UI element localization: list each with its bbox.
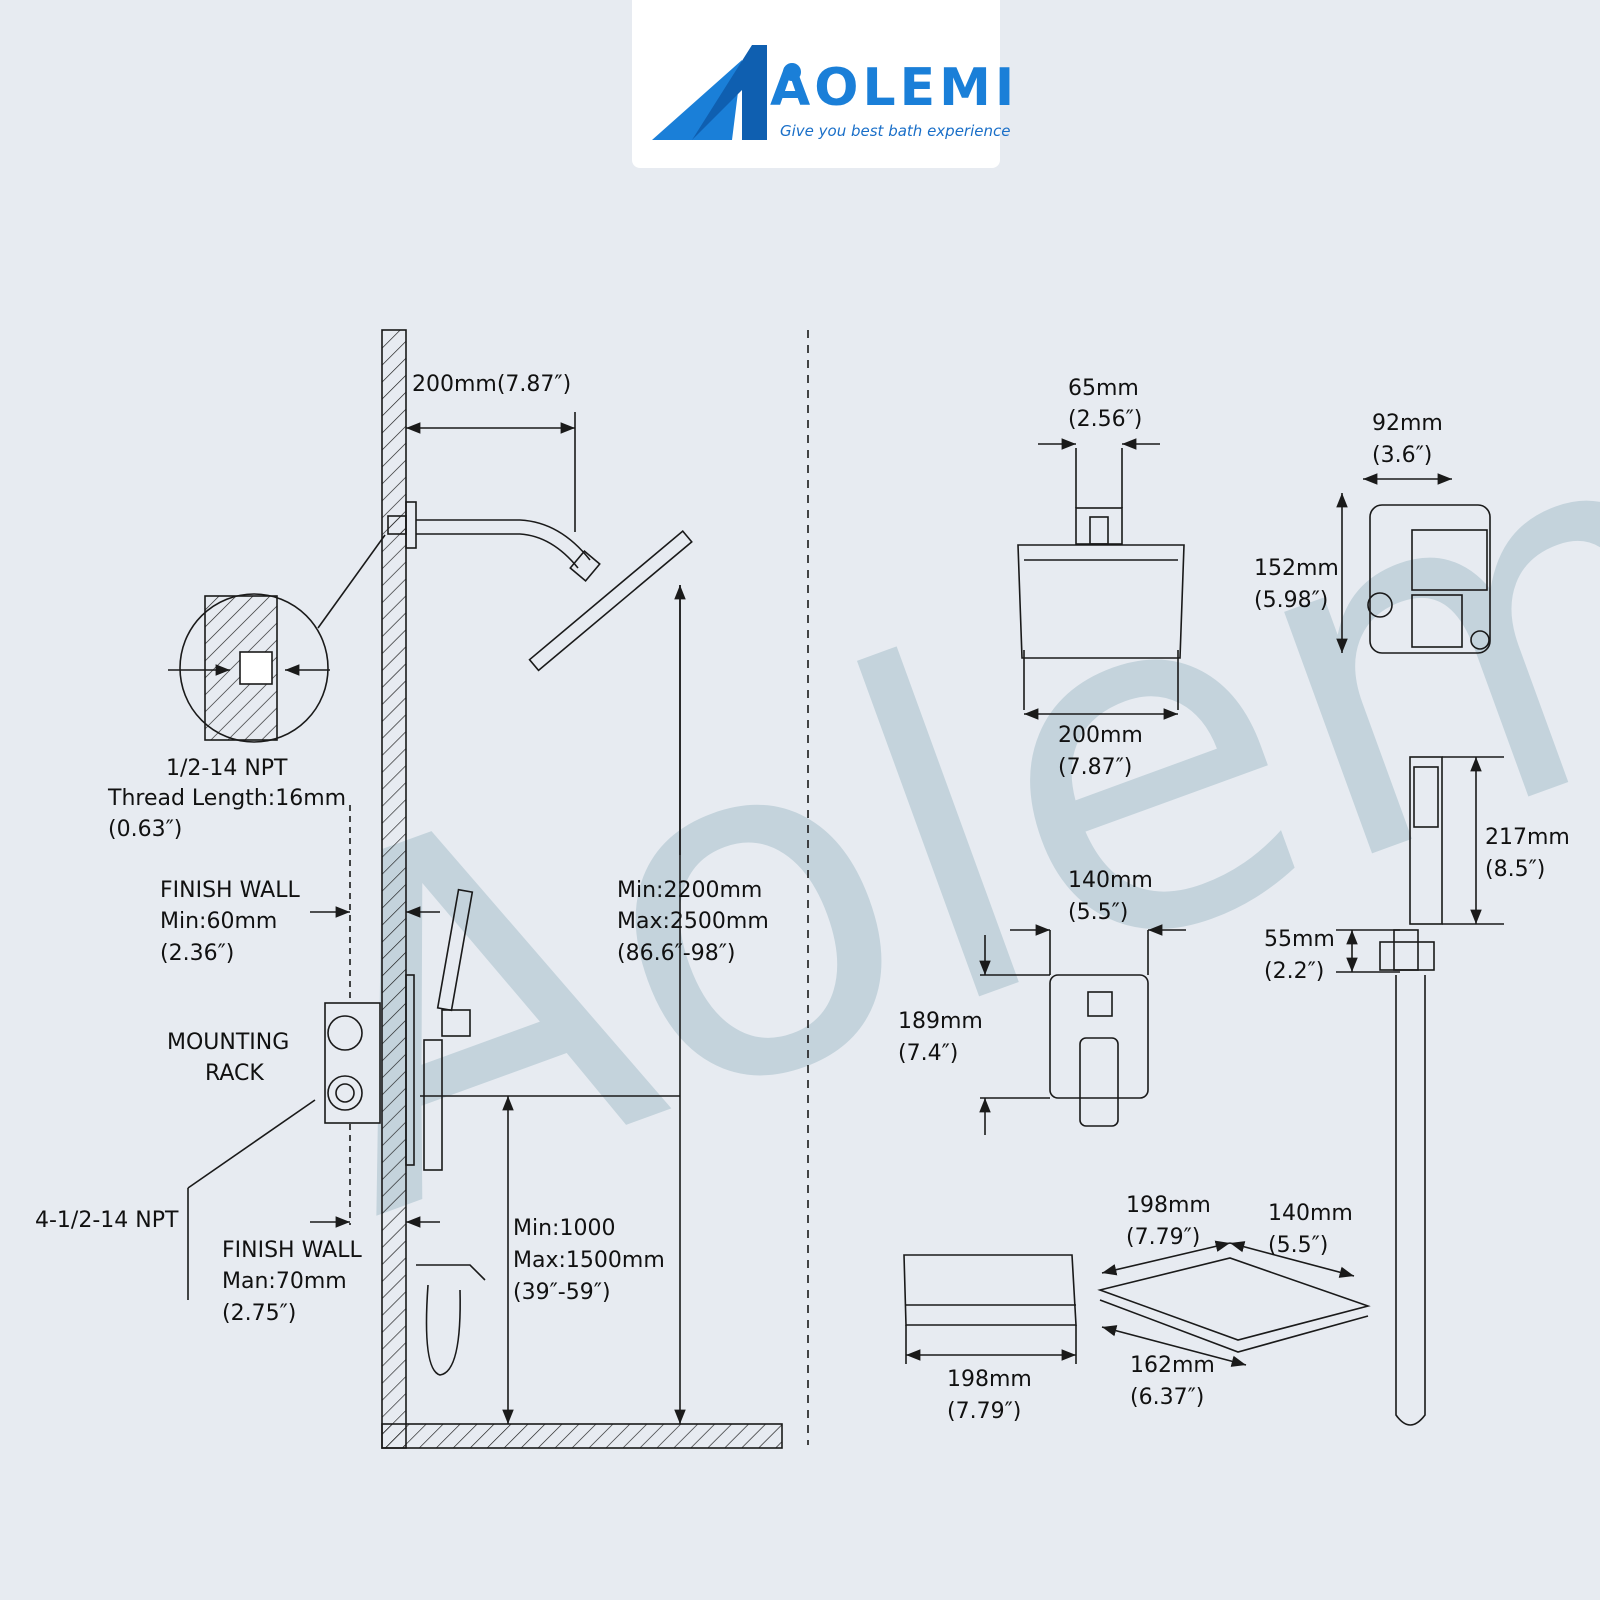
trim-plate <box>1049 974 1149 1099</box>
spout-top-line2: (7.79″) <box>1126 1225 1201 1250</box>
head-height-line2: Max:2500mm <box>617 909 769 934</box>
plate-width-line2: (5.5″) <box>1068 900 1129 925</box>
hand-length-line2: (8.5″) <box>1485 857 1546 882</box>
npt-bottom-label: 4-1/2-14 NPT <box>35 1208 179 1233</box>
thread-detail <box>179 593 329 743</box>
plate-height-line2: (7.4″) <box>898 1041 959 1066</box>
valve-height-r-line2: (5.98″) <box>1254 588 1329 613</box>
head-width-line2: (7.87″) <box>1058 755 1133 780</box>
valve-box <box>1369 504 1491 654</box>
finish-wall-1-line1: FINISH WALL <box>160 878 300 903</box>
logo-panel <box>632 0 1000 168</box>
npt-top-line2: Thread Length:16mm <box>108 786 347 811</box>
bracket-line1: 55mm <box>1264 927 1335 952</box>
plate-height-line1: 189mm <box>898 1009 983 1034</box>
logo-wordmark: AOLEMI <box>770 58 1019 118</box>
valve-height-line1: Min:1000 <box>513 1216 616 1241</box>
floor-section <box>381 1423 783 1449</box>
finish-wall-2-line3: (2.75″) <box>222 1301 297 1326</box>
hand-shower <box>1409 756 1443 925</box>
finish-wall-1-line3: (2.36″) <box>160 941 235 966</box>
valve-height-line2: Max:1500mm <box>513 1248 665 1273</box>
spout-front-line2: (7.79″) <box>947 1399 1022 1424</box>
spout-depth-line1: 140mm <box>1268 1201 1353 1226</box>
spout-front <box>903 1254 1077 1326</box>
hose <box>1395 975 1426 1426</box>
valve-width-line2: (3.6″) <box>1372 443 1433 468</box>
valve-width-line1: 92mm <box>1372 411 1443 436</box>
npt-top-line3: (0.63″) <box>108 817 183 842</box>
valve-height-r-line1: 152mm <box>1254 556 1339 581</box>
rain-head-side <box>528 529 693 672</box>
plate-width-line1: 140mm <box>1068 868 1153 893</box>
spout-bottom-line2: (6.37″) <box>1130 1385 1205 1410</box>
rain-head-front <box>1017 544 1185 659</box>
mounting-rack-line2: RACK <box>205 1061 264 1086</box>
logo-emblem <box>652 45 801 140</box>
finish-wall-2-line1: FINISH WALL <box>222 1238 362 1263</box>
mounting-rack-line1: MOUNTING <box>167 1030 290 1055</box>
spout-front-line1: 198mm <box>947 1367 1032 1392</box>
finish-wall-2-line2: Man:70mm <box>222 1269 347 1294</box>
spout-bottom-line1: 162mm <box>1130 1353 1215 1378</box>
npt-top-line1: 1/2-14 NPT <box>166 756 288 781</box>
wall-section <box>381 329 407 1449</box>
hand-length-line1: 217mm <box>1485 825 1570 850</box>
valve-body-side <box>324 1002 381 1124</box>
bracket-line2: (2.2″) <box>1264 959 1325 984</box>
head-neck-line1: 65mm <box>1068 376 1139 401</box>
spout-top-line1: 198mm <box>1126 1193 1211 1218</box>
valve-height-line3: (39″-59″) <box>513 1280 611 1305</box>
logo-tagline: Give you best bath experience <box>780 122 1011 140</box>
head-height-line3: (86.6″-98″) <box>617 941 736 966</box>
finish-wall-1-line2: Min:60mm <box>160 909 278 934</box>
head-height-line1: Min:2200mm <box>617 878 763 903</box>
spout-depth-line2: (5.5″) <box>1268 1233 1329 1258</box>
head-neck-line2: (2.56″) <box>1068 407 1143 432</box>
arm-length-label: 200mm(7.87″) <box>412 372 572 397</box>
head-width-line1: 200mm <box>1058 723 1143 748</box>
